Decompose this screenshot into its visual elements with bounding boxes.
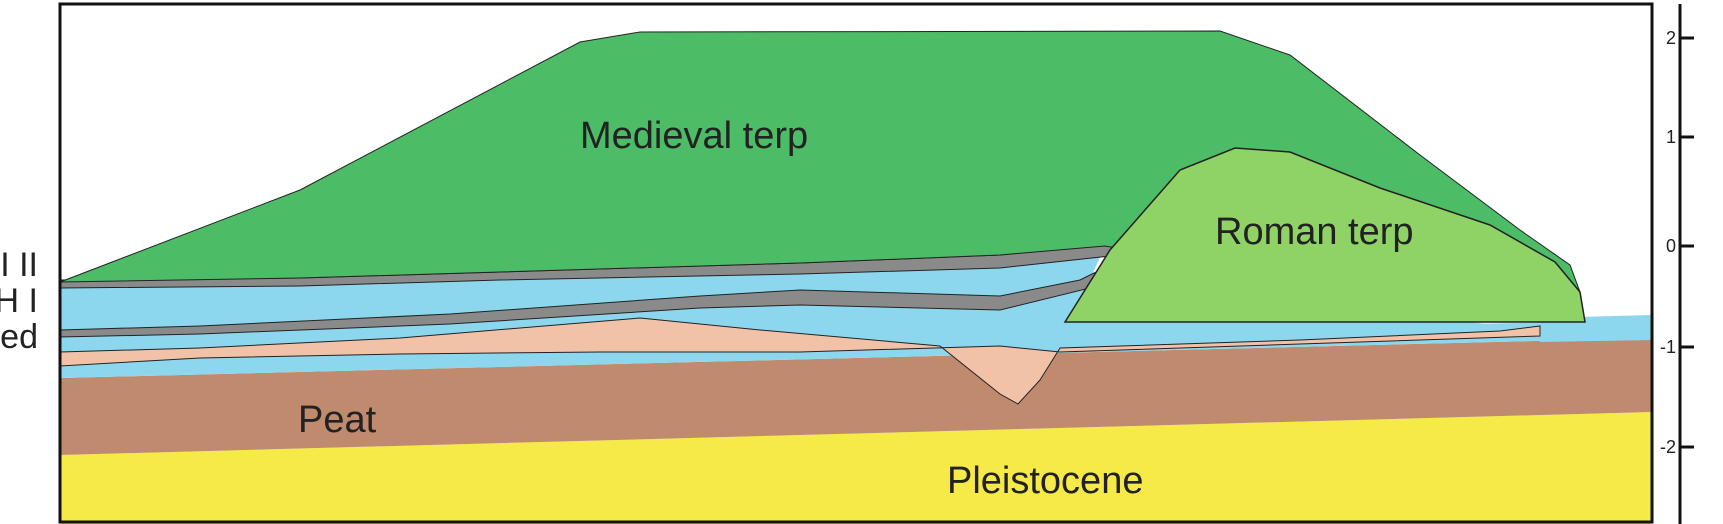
side-label-3: ed — [0, 318, 38, 356]
medieval-terp-label: Medieval terp — [580, 115, 808, 157]
side-label-2: H I — [0, 282, 38, 320]
peat-layer — [60, 338, 1652, 455]
section-frame — [58, 2, 1654, 524]
tick-label-1: 1 — [1666, 127, 1676, 147]
tick-label-2: 2 — [1666, 28, 1676, 48]
roman-terp — [1063, 147, 1586, 323]
tick-label-minus-1: -1 — [1660, 337, 1676, 357]
pleistocene-layer — [60, 412, 1652, 524]
pink-sediment — [59, 317, 1541, 405]
roman-terp-label: Roman terp — [1215, 211, 1414, 253]
tick-label-minus-2: -2 — [1660, 437, 1676, 457]
tick-label-0: 0 — [1666, 236, 1676, 256]
peat-label: Peat — [298, 399, 377, 441]
side-label-1: I II — [0, 246, 38, 284]
pleistocene-label: Pleistocene — [947, 460, 1143, 502]
